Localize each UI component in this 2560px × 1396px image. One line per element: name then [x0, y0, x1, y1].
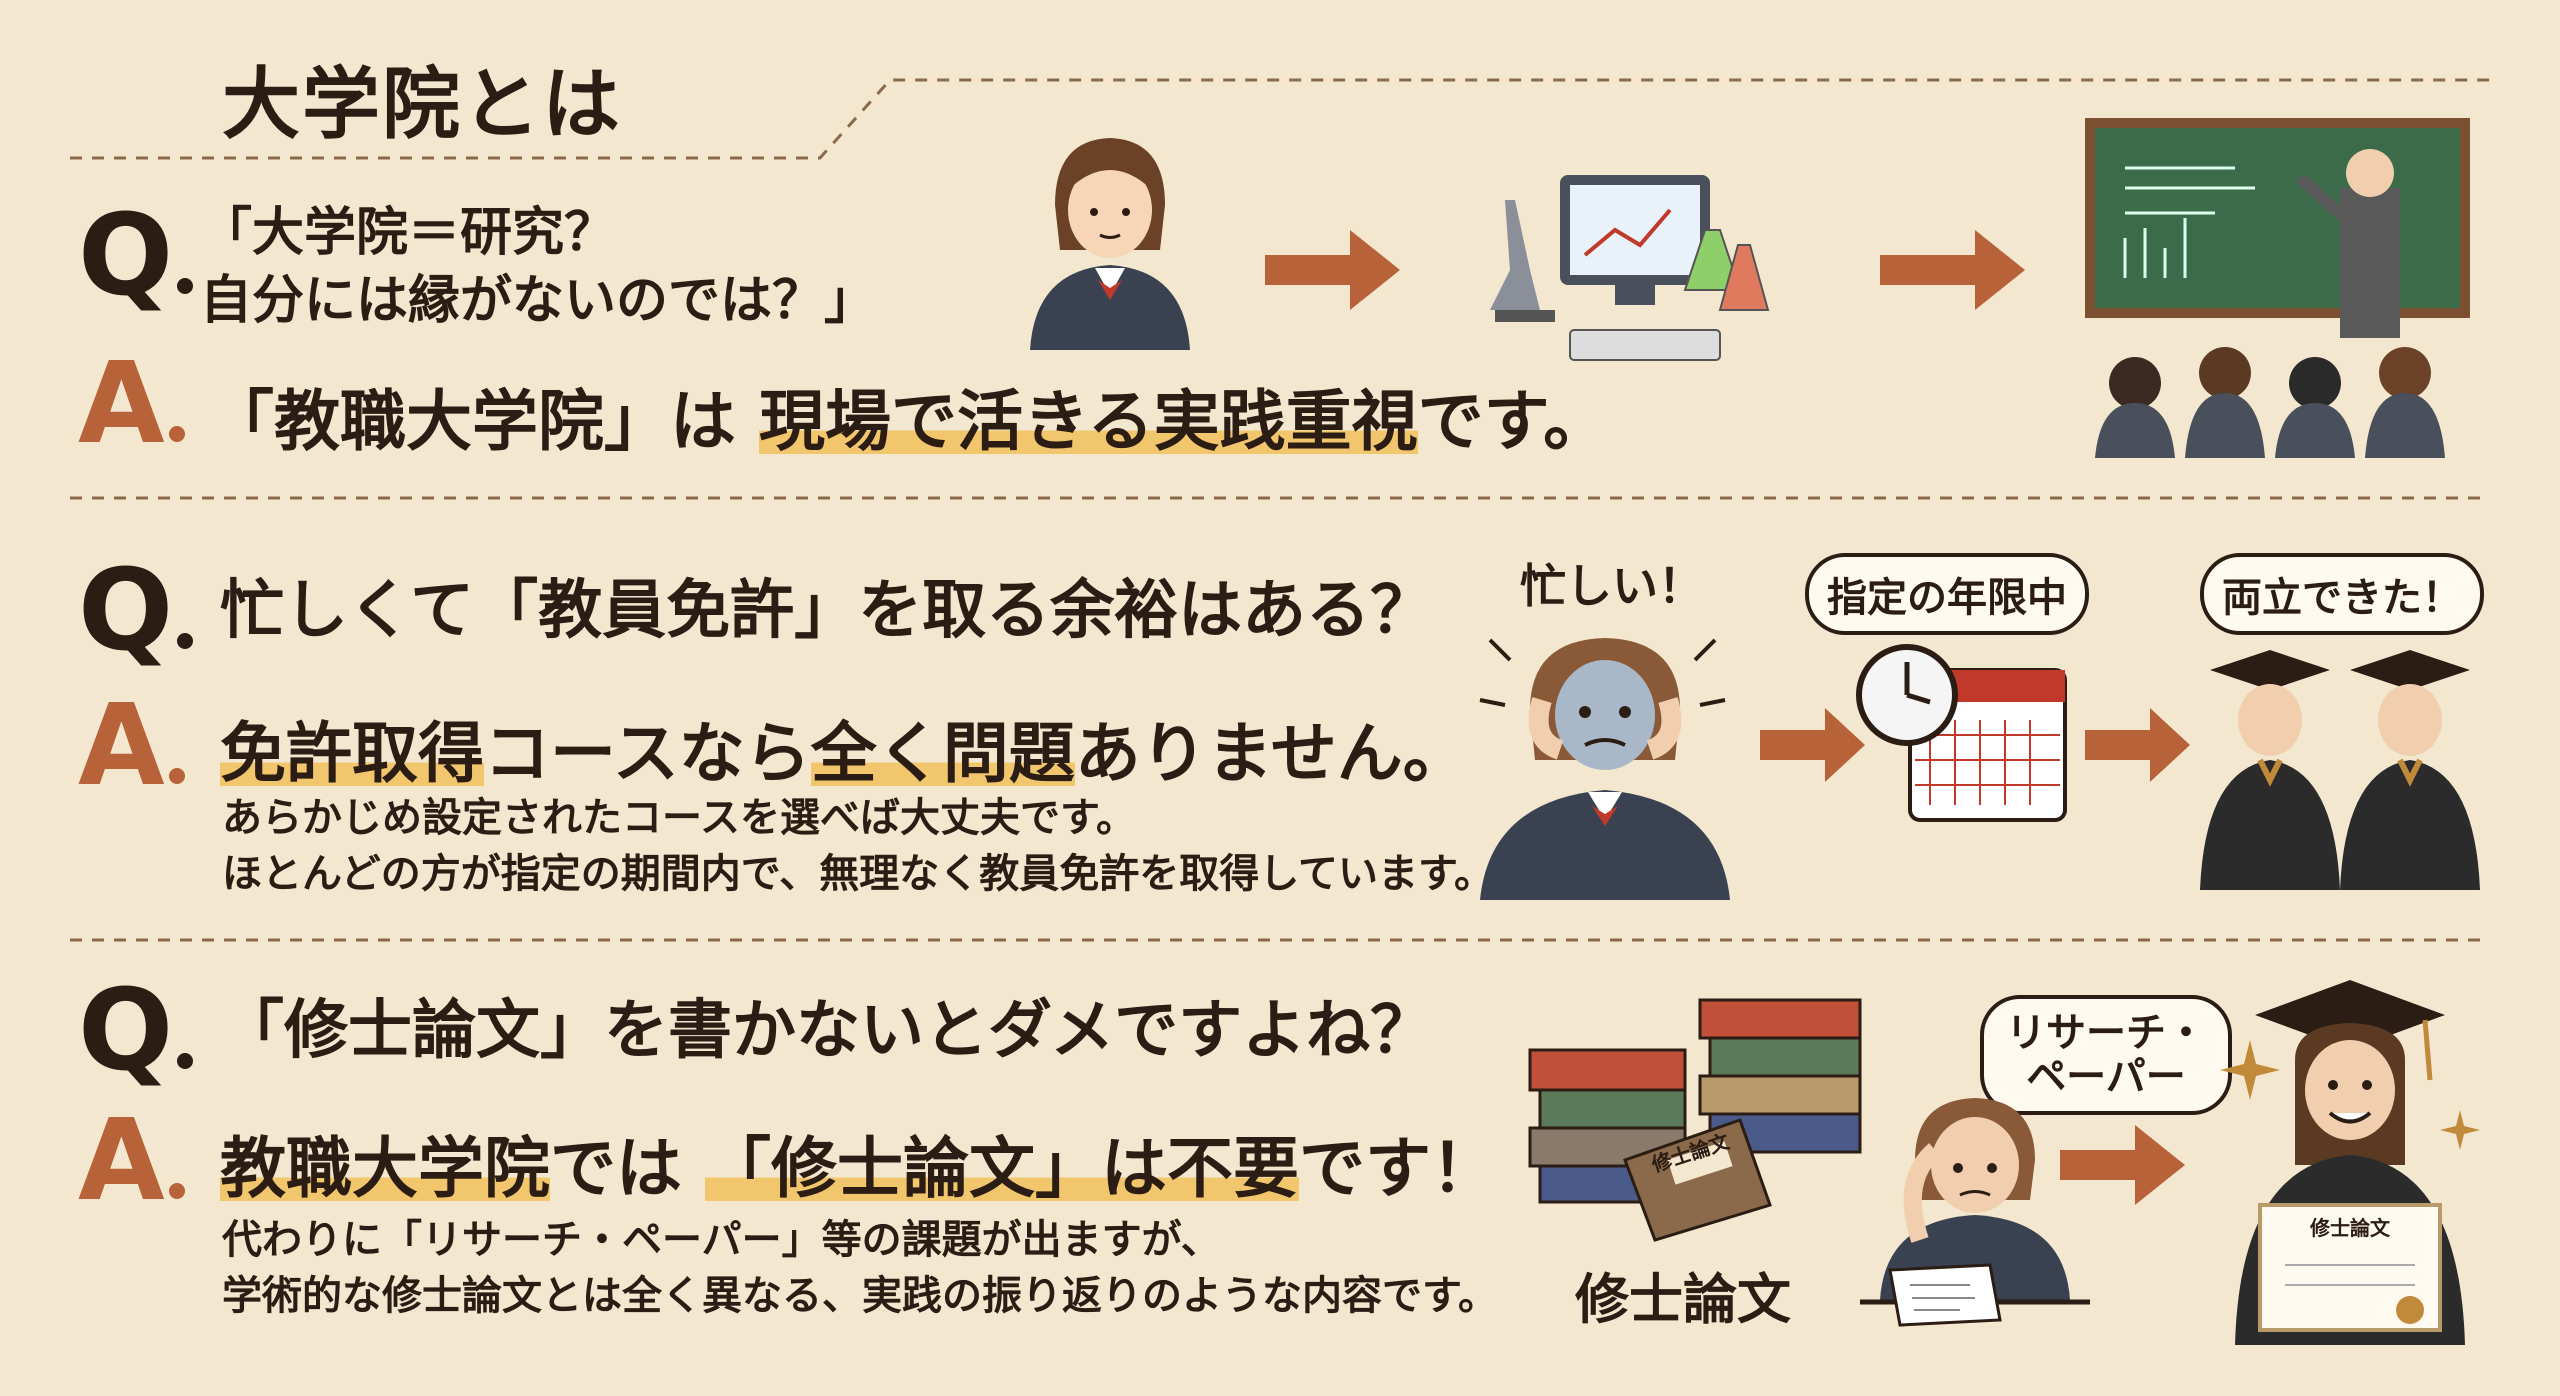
question-2: 忙しくて「教員免許」を取る余裕はある？: [220, 574, 1435, 648]
q-mark-3: Q: [78, 975, 194, 1087]
answer-1-part3: です。: [1417, 383, 1610, 460]
answer-2-part2: コースなら: [484, 715, 811, 792]
busy-label: 忙しい！: [1520, 559, 1704, 613]
answer-3-detail-line1: 代わりに「リサーチ・ペーパー」等の課題が出ますが、: [222, 1217, 1221, 1263]
books-illustration: [1528, 998, 1862, 1242]
answer-2-detail: あらかじめ設定されたコースを選べば大丈夫です。 ほとんどの方が指定の期間内で、無…: [222, 790, 1494, 902]
answer-3: 教職大学院では 「修士論文」は不要です！: [220, 1115, 1497, 1211]
stressed-student-illustration: [1479, 638, 1730, 900]
graduate-diploma-illustration: [2235, 980, 2465, 1345]
arrow-1a: [1265, 230, 1400, 310]
success-bubble: 両立できた！: [2200, 553, 2484, 635]
a-mark-1: A: [78, 348, 185, 460]
answer-1-part1: 「教職大学院」は: [208, 383, 759, 460]
q-mark-1: Q: [78, 200, 194, 312]
clock-calendar-illustration: [1856, 644, 2067, 822]
question-1-line2: 自分には縁がないのでは？」: [200, 270, 877, 331]
arrow-2b: [2085, 708, 2190, 782]
question-1: 「大学院＝研究？ 自分には縁がないのでは？」: [200, 200, 876, 335]
answer-3-highlight-2: 「修士論文」: [704, 1130, 1101, 1207]
answer-3-highlight-1: 教職大学院: [220, 1130, 550, 1207]
answer-3-detail-line2: 学術的な修士論文とは全く異なる、実践の振り返りのような内容です。: [222, 1273, 1498, 1319]
question-3: 「修士論文」を書かないとダメですよね？: [220, 994, 1435, 1068]
arrow-2a: [1760, 708, 1865, 782]
diploma-label: 修士論文: [2310, 1216, 2390, 1240]
answer-3-highlight-3: は不要: [1100, 1130, 1299, 1207]
period-bubble: 指定の年限中: [1805, 553, 2089, 635]
question-1-line1: 「大学院＝研究？: [200, 203, 617, 263]
lab-illustration: [1490, 175, 1770, 361]
thesis-caption: 修士論文: [1575, 1268, 1791, 1331]
sparkle-icon-2: [2440, 1110, 2480, 1150]
answer-1-highlight: 現場で活きる実践重視: [758, 383, 1418, 460]
answer-3-part5: です！: [1298, 1130, 1497, 1207]
troubled-student-illustration: [1860, 1098, 2090, 1305]
answer-3-detail: 代わりに「リサーチ・ペーパー」等の課題が出ますが、 学術的な修士論文とは全く異な…: [222, 1212, 1498, 1324]
answer-2-highlight-1: 免許取得: [220, 715, 484, 792]
answer-2-detail-line2: ほとんどの方が指定の期間内で、無理なく教員免許を取得しています。: [222, 851, 1494, 897]
answer-2-detail-line1: あらかじめ設定されたコースを選べば大丈夫です。: [222, 795, 1136, 841]
classroom-illustration: [2085, 118, 2470, 458]
sparkle-icon: [2220, 1040, 2280, 1100]
answer-2: 免許取得コースなら全く問題ありません。: [220, 700, 1469, 796]
student-illustration: [1030, 138, 1190, 350]
arrow-3: [2060, 1125, 2185, 1205]
answer-1: 「教職大学院」は 現場で活きる実践重視です。: [208, 368, 1609, 464]
a-mark-2: A: [78, 690, 185, 802]
page-title: 大学院とは: [222, 60, 623, 150]
arrow-1b: [1880, 230, 2025, 310]
research-paper-bubble: リサーチ・ ペーパー: [1980, 995, 2232, 1115]
answer-2-highlight-2: 全く問題: [810, 715, 1075, 792]
paper-pen-icon: [1888, 1263, 2002, 1327]
answer-2-part4: ありません。: [1074, 715, 1469, 792]
a-mark-3: A: [78, 1105, 185, 1217]
q-mark-2: Q: [78, 555, 194, 667]
graduates-illustration: [2200, 650, 2480, 890]
answer-3-part2: では: [550, 1130, 705, 1207]
